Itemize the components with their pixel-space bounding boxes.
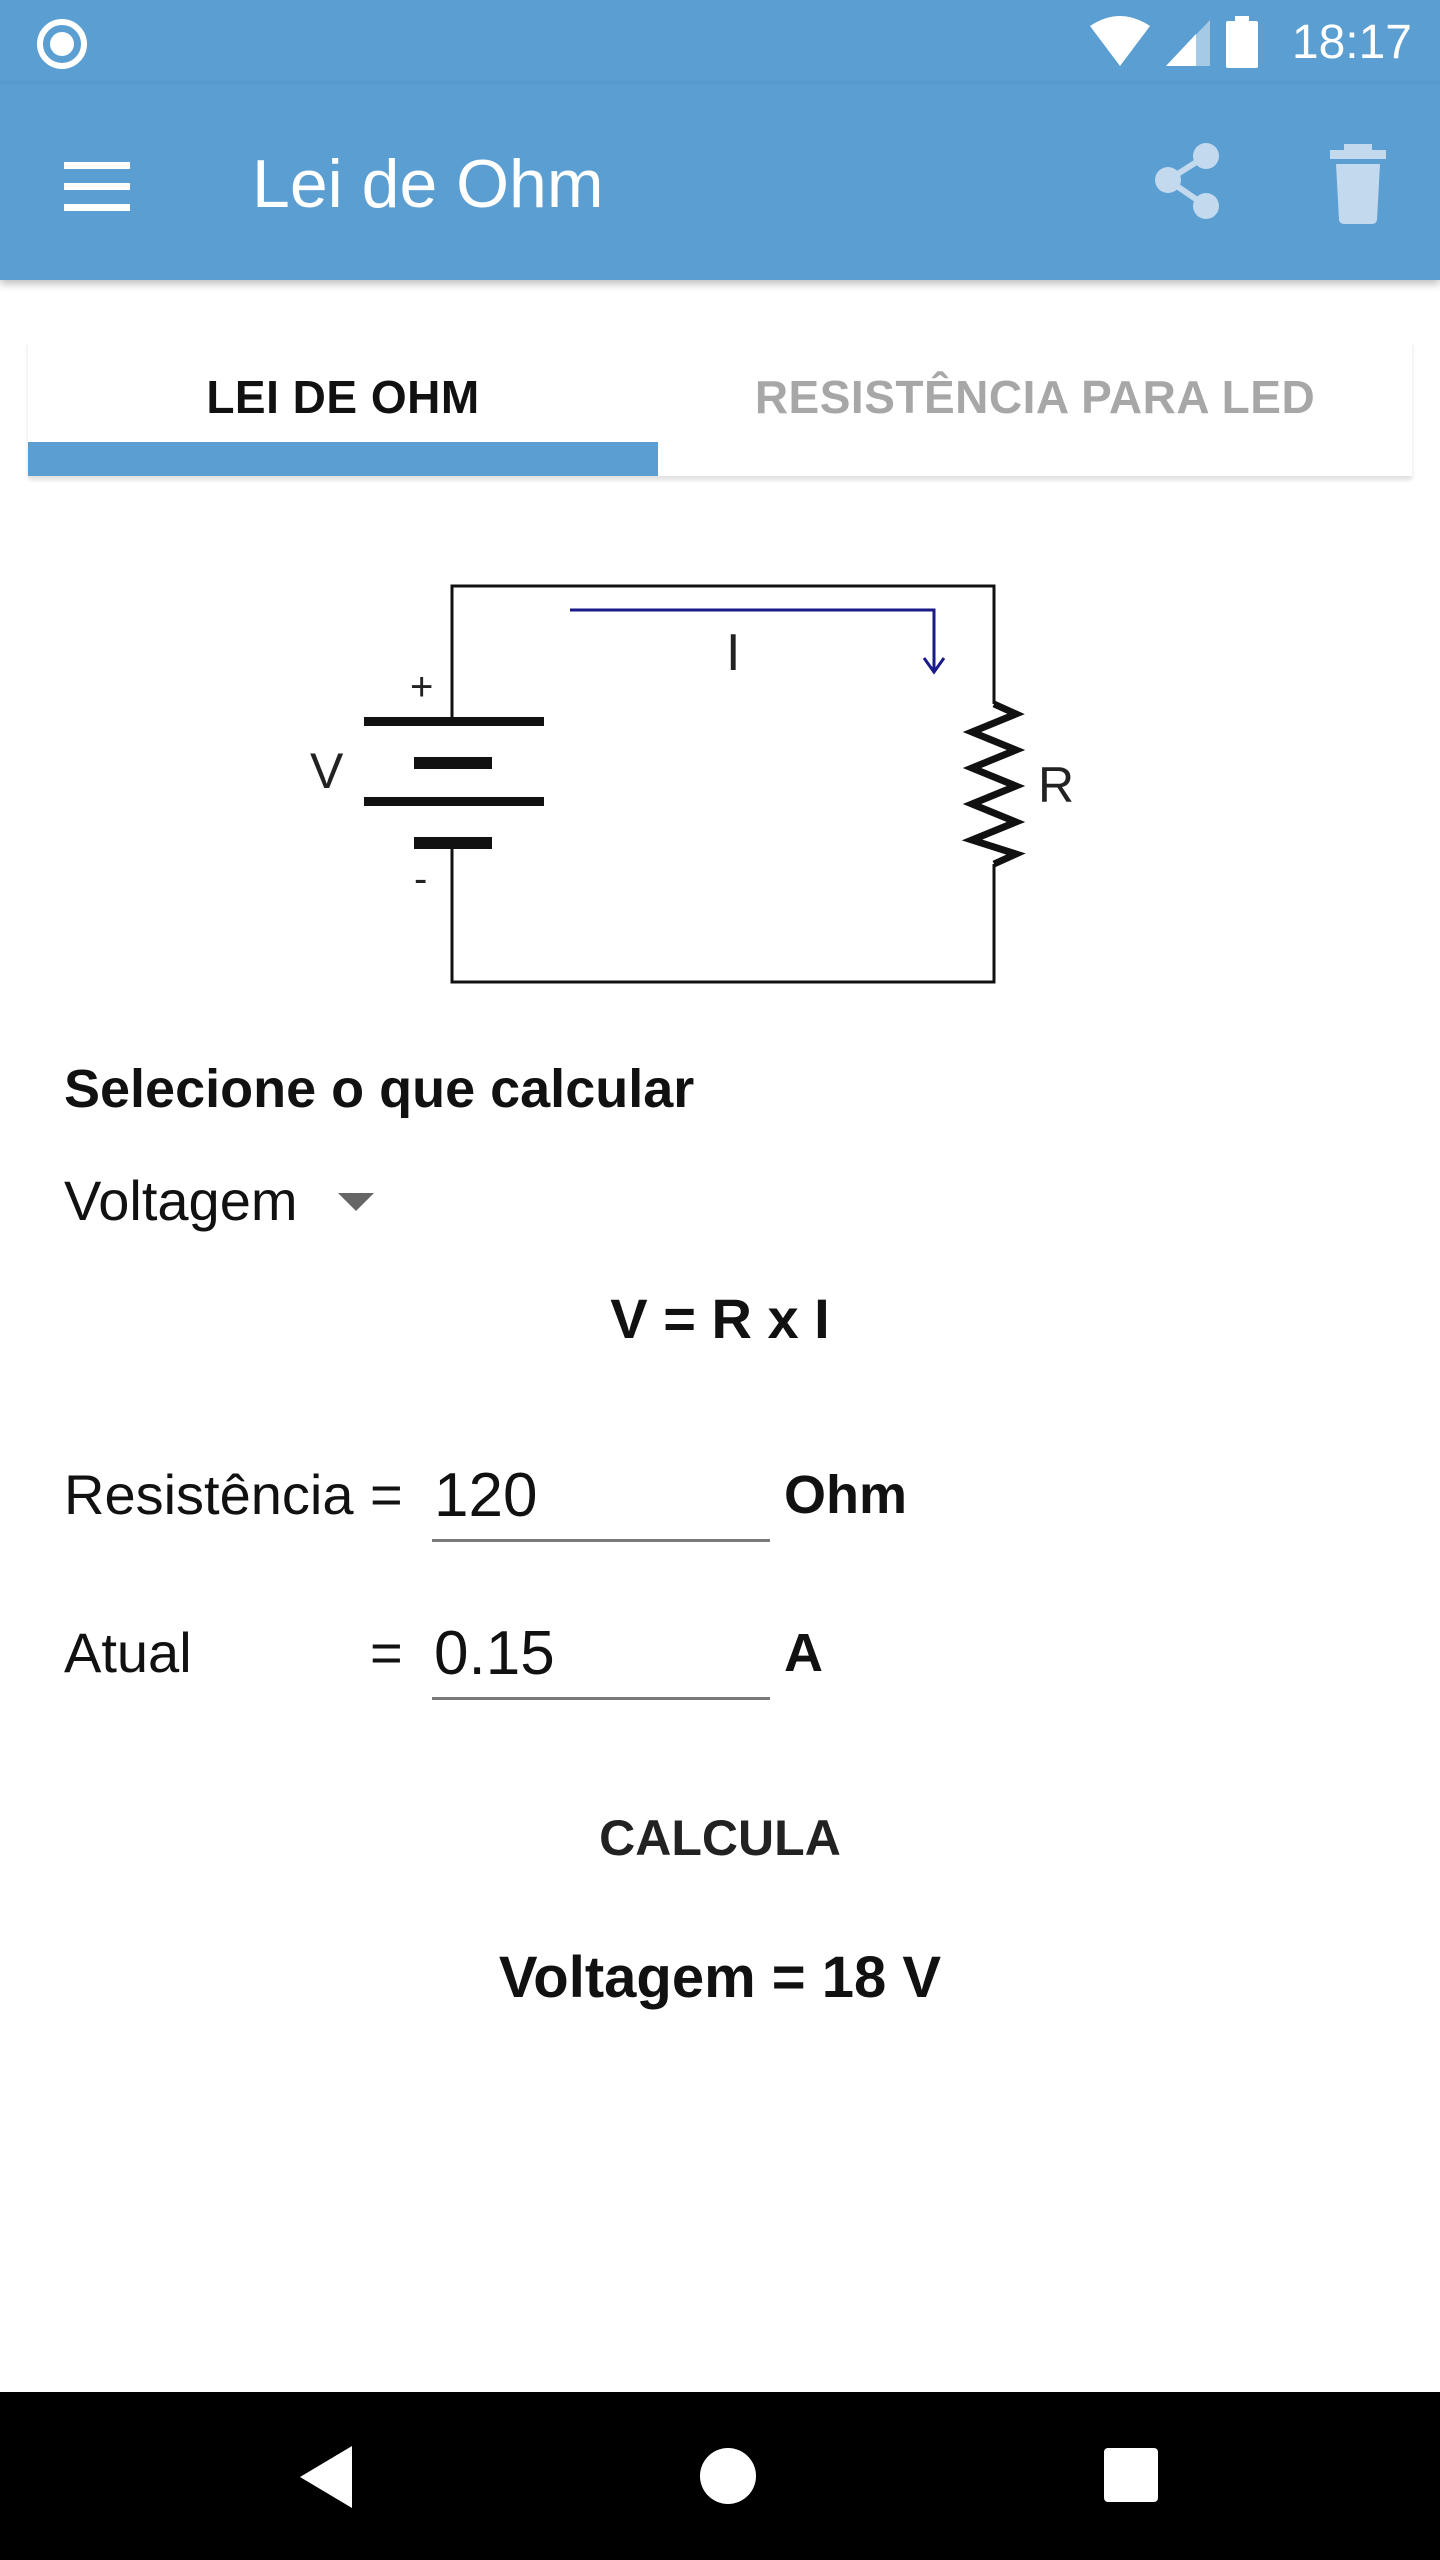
current-label: I — [726, 624, 740, 682]
dropdown-arrow-icon — [337, 1193, 374, 1211]
tab-bar: LEI DE OHM RESISTÊNCIA PARA LED — [28, 340, 1412, 476]
current-row: Atual = A — [64, 1600, 1364, 1710]
notification-icon — [37, 19, 87, 69]
cellular-signal-icon — [1165, 20, 1210, 66]
page-title: Lei de Ohm — [252, 146, 604, 222]
result-text: Voltagem = 18 V — [498, 1945, 942, 2010]
calculation-type-dropdown[interactable]: Voltagem — [64, 1160, 374, 1240]
formula: V = R x I — [610, 1287, 830, 1350]
resistor-symbol — [961, 700, 1026, 868]
status-bar: 18:17 — [0, 0, 1440, 84]
current-unit: A — [784, 1623, 823, 1683]
battery-symbol — [364, 717, 544, 849]
resistance-input[interactable] — [432, 1442, 770, 1542]
back-icon[interactable] — [286, 2432, 376, 2522]
share-icon[interactable] — [1140, 134, 1236, 230]
dropdown-selected-value: Voltagem — [64, 1168, 298, 1232]
system-nav-bar — [0, 2392, 1440, 2560]
equals-sign: = — [370, 1621, 403, 1684]
status-icons: 18:17 — [1088, 10, 1412, 74]
select-label: Selecione o que calcular — [64, 1059, 695, 1119]
circuit-wires — [450, 584, 996, 984]
app-bar: Lei de Ohm — [0, 84, 1440, 280]
calculate-button[interactable]: CALCULA — [520, 1790, 920, 1886]
battery-icon — [1225, 16, 1258, 68]
tab-label: RESISTÊNCIA PARA LED — [754, 371, 1316, 423]
equals-sign: = — [370, 1463, 403, 1526]
wifi-icon — [1089, 16, 1150, 66]
tab-lei-de-ohm[interactable]: LEI DE OHM — [28, 340, 658, 476]
minus-label: - — [414, 857, 427, 901]
current-arrow — [570, 608, 946, 675]
tab-label: LEI DE OHM — [206, 371, 480, 423]
ohm-circuit-diagram: V + - I R — [310, 584, 1074, 984]
tab-resistencia-para-led[interactable]: RESISTÊNCIA PARA LED — [658, 340, 1412, 476]
voltage-label: V — [310, 743, 344, 799]
resistance-unit: Ohm — [784, 1465, 908, 1525]
status-time: 18:17 — [1291, 15, 1412, 69]
resistance-row: Resistência = Ohm — [64, 1442, 1364, 1552]
home-icon[interactable] — [686, 2434, 770, 2518]
resistance-label: Resistência — [64, 1463, 354, 1526]
plus-label: + — [410, 665, 433, 709]
hamburger-menu-icon[interactable] — [52, 142, 142, 232]
recent-apps-icon[interactable] — [1090, 2434, 1174, 2518]
current-label: Atual — [64, 1621, 192, 1684]
trash-icon[interactable] — [1310, 134, 1406, 230]
resistor-label: R — [1038, 757, 1074, 813]
tab-indicator — [28, 442, 658, 476]
current-input[interactable] — [432, 1600, 770, 1700]
